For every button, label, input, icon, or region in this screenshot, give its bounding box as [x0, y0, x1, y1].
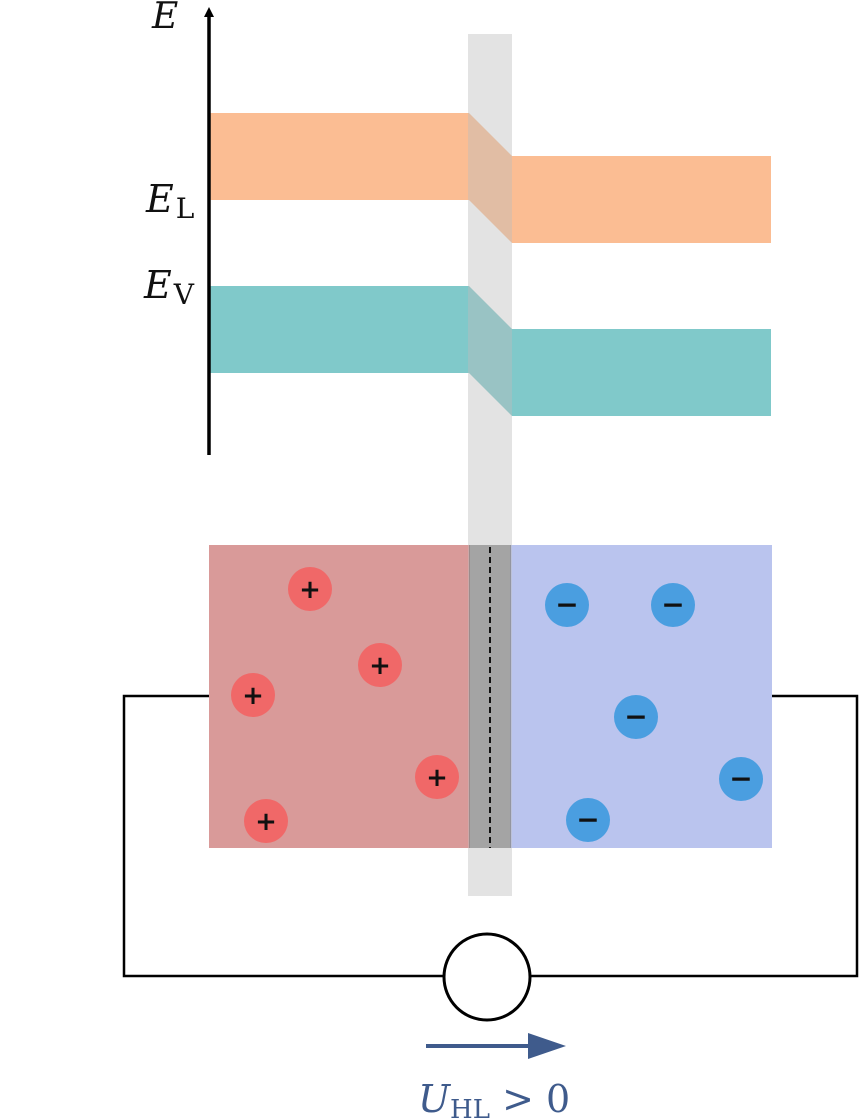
svg-text:−: −	[729, 762, 752, 795]
voltage-source	[442, 932, 532, 1022]
hole-charges: + + + + +	[231, 567, 459, 843]
svg-text:+: +	[369, 651, 391, 681]
svg-text:−: −	[624, 700, 647, 733]
electron-charge: −	[566, 798, 610, 842]
circuit-wire-right	[530, 694, 859, 978]
electron-charge: −	[614, 695, 658, 739]
svg-text:+: +	[299, 575, 321, 605]
hole-charge: +	[415, 755, 459, 799]
voltage-label: UHL > 0	[418, 1077, 570, 1120]
circuit-wire	[122, 694, 444, 978]
hole-charge: +	[244, 799, 288, 843]
valence-band-label: EV	[143, 263, 195, 311]
electron-charges: − − − − −	[545, 583, 763, 842]
svg-text:−: −	[555, 588, 578, 621]
svg-text:−: −	[661, 588, 684, 621]
hole-charge: +	[358, 643, 402, 687]
energy-axis-label: E	[151, 0, 178, 37]
electron-charge: −	[651, 583, 695, 627]
svg-text:+: +	[426, 763, 448, 793]
voltage-arrow	[426, 1033, 566, 1059]
svg-text:+: +	[242, 681, 264, 711]
svg-text:−: −	[576, 803, 599, 836]
conduction-band	[210, 113, 771, 243]
conduction-band-label: EL	[145, 177, 194, 225]
hole-charge: +	[231, 673, 275, 717]
electron-charge: −	[719, 757, 763, 801]
valence-band	[210, 286, 771, 416]
electron-charge: −	[545, 583, 589, 627]
hole-charge: +	[288, 567, 332, 611]
svg-text:+: +	[255, 807, 277, 837]
